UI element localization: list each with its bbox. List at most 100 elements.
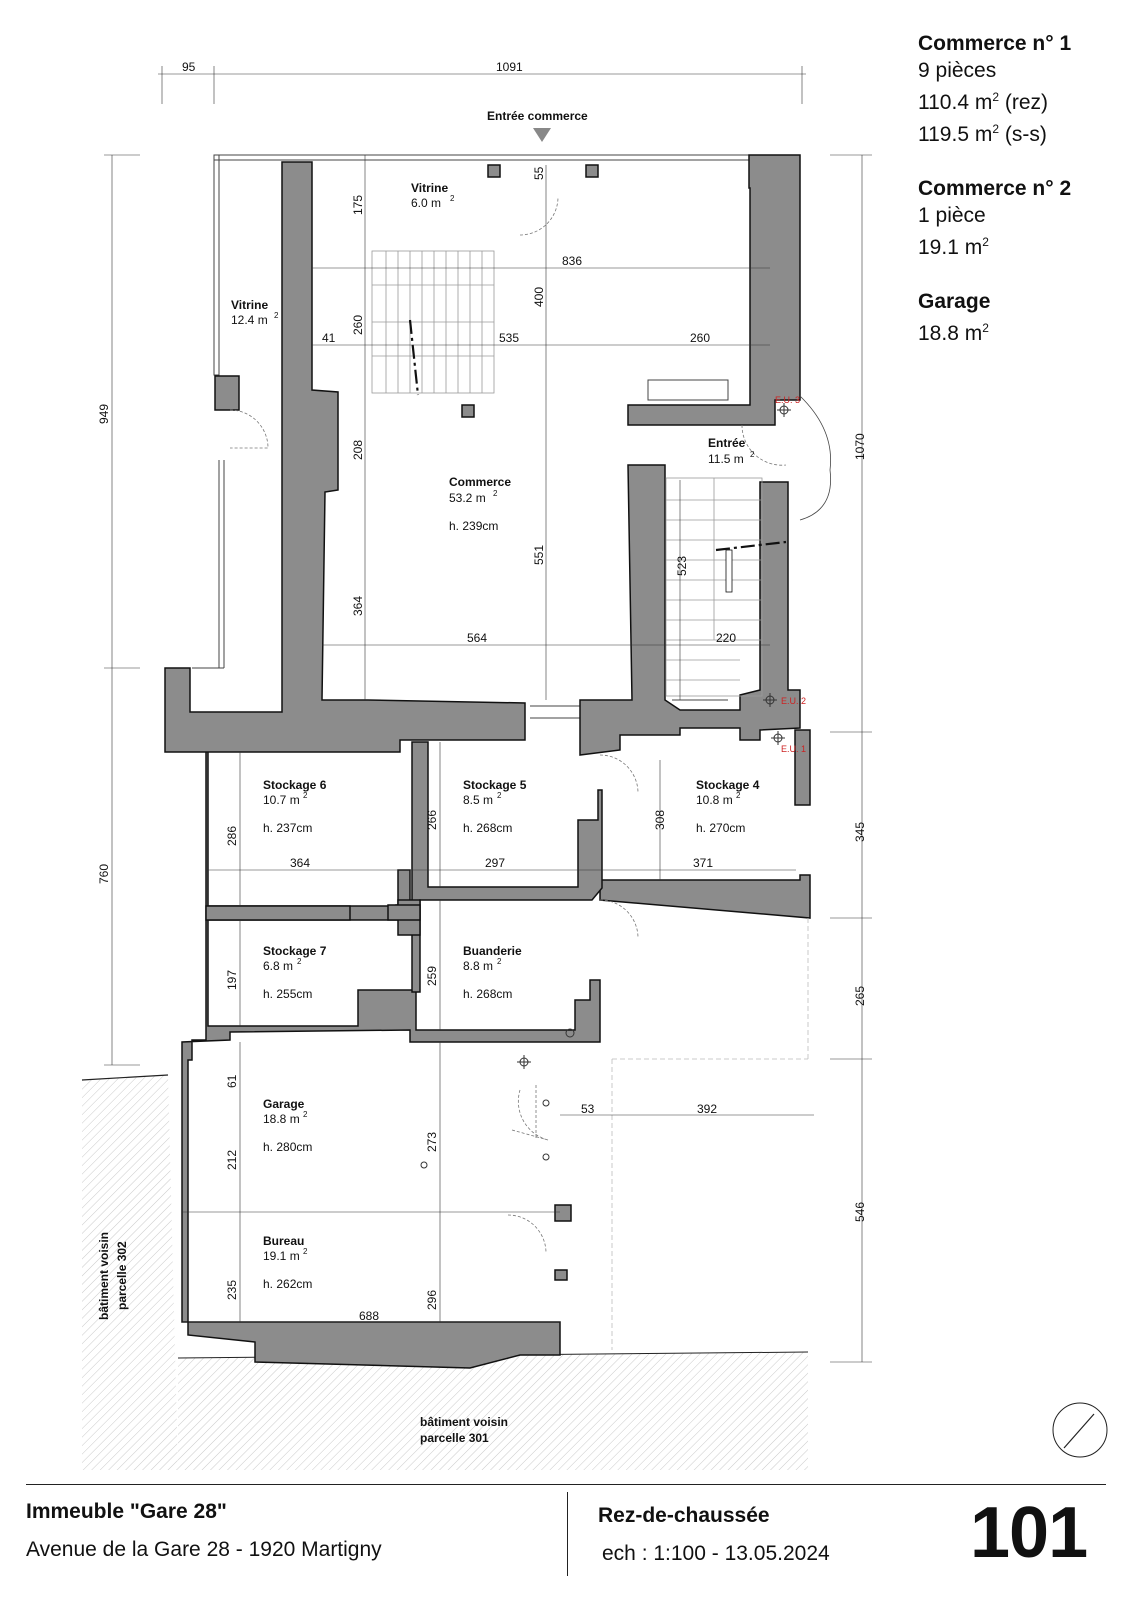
room-entree-name: Entrée bbox=[708, 436, 746, 450]
dim-949: 949 bbox=[97, 404, 111, 424]
room-commerce-sup: 2 bbox=[493, 489, 498, 498]
neighbor-bottom-line2: parcelle 301 bbox=[420, 1431, 489, 1445]
room-stockage4-name: Stockage 4 bbox=[696, 778, 760, 792]
neighbor-left-line1: bâtiment voisin bbox=[97, 1232, 111, 1320]
room-stockage7-area: 6.8 m bbox=[263, 959, 293, 973]
dashed-outline bbox=[611, 918, 809, 1350]
room-entree-sup: 2 bbox=[750, 450, 755, 459]
eu3-label: E.U. 3 bbox=[775, 395, 800, 405]
summary-line-text: 1 pièce bbox=[918, 204, 986, 227]
dim-535: 535 bbox=[499, 331, 519, 345]
neighbor-bottom-line1: bâtiment voisin bbox=[420, 1415, 508, 1429]
summary-title: Commerce n° 1 bbox=[918, 32, 1072, 55]
dim-220: 220 bbox=[716, 631, 736, 645]
summary-line: 19.1 m2 bbox=[918, 229, 1118, 261]
dim-371: 371 bbox=[693, 856, 713, 870]
room-stockage6-height: h. 237cm bbox=[263, 821, 312, 835]
scale-and-date: ech : 1:100 - 13.05.2024 bbox=[602, 1542, 830, 1565]
dim-41: 41 bbox=[322, 331, 336, 345]
dim-392: 392 bbox=[697, 1102, 717, 1116]
entrance-arrow-icon bbox=[533, 128, 551, 142]
summary-line-text: 18.8 m bbox=[918, 322, 983, 345]
room-vitrine-left-area: 12.4 m bbox=[231, 313, 268, 327]
title-block: Immeuble "Gare 28" Avenue de la Gare 28 … bbox=[0, 1484, 1131, 1600]
neighbor-labels: bâtiment voisin parcelle 302 bâtiment vo… bbox=[97, 1232, 508, 1445]
entrance-label: Entrée commerce bbox=[487, 109, 588, 123]
room-vitrine-top-sup: 2 bbox=[450, 194, 455, 203]
dim-286: 286 bbox=[225, 826, 239, 846]
neighbor-left-line2: parcelle 302 bbox=[115, 1241, 129, 1310]
dim-1070: 1070 bbox=[853, 433, 867, 460]
dimension-lines bbox=[104, 66, 872, 1363]
room-commerce-area: 53.2 m bbox=[449, 491, 486, 505]
room-stockage7-sup: 2 bbox=[297, 957, 302, 966]
summary-line-sup: 2 bbox=[992, 122, 1000, 136]
summary-line-text: 110.4 m bbox=[918, 91, 993, 114]
summary-line: 18.8 m2 bbox=[918, 315, 1118, 347]
dim-760: 760 bbox=[97, 864, 111, 884]
room-buanderie-name: Buanderie bbox=[463, 944, 522, 958]
dim-197: 197 bbox=[225, 970, 239, 990]
room-stockage7-name: Stockage 7 bbox=[263, 944, 327, 958]
room-bureau-sup: 2 bbox=[303, 1247, 308, 1256]
dim-top-1091: 1091 bbox=[496, 60, 523, 74]
room-garage-sup: 2 bbox=[303, 1110, 308, 1119]
sheet-number: 101 bbox=[970, 1493, 1088, 1573]
summary-line-suffix: (rez) bbox=[999, 91, 1049, 114]
dimension-labels: 95 1091 836 41 535 260 564 220 364 297 3… bbox=[97, 60, 867, 1323]
building-name: Immeuble "Gare 28" bbox=[26, 1500, 227, 1523]
room-vitrine-left-sup: 2 bbox=[274, 311, 279, 320]
summary-line-suffix: (s-s) bbox=[999, 123, 1047, 146]
room-vitrine-top-area: 6.0 m bbox=[411, 196, 441, 210]
dim-55: 55 bbox=[532, 166, 546, 180]
title-block-rule bbox=[26, 1484, 1106, 1485]
summary-line-sup: 2 bbox=[992, 90, 1000, 104]
room-buanderie-sup: 2 bbox=[497, 957, 502, 966]
room-garage-area: 18.8 m bbox=[263, 1112, 300, 1126]
room-vitrine-top-name: Vitrine bbox=[411, 181, 448, 195]
dim-53: 53 bbox=[581, 1102, 595, 1116]
dim-top-95: 95 bbox=[182, 60, 196, 74]
summary-title: Commerce n° 2 bbox=[918, 177, 1072, 200]
summary-line-text: 119.5 m bbox=[918, 123, 993, 146]
summary-title: Garage bbox=[918, 290, 991, 313]
room-buanderie-height: h. 268cm bbox=[463, 987, 512, 1001]
summary-line: 1 pièce bbox=[918, 202, 1118, 229]
room-stockage4-area: 10.8 m bbox=[696, 793, 733, 807]
summary-line: 9 pièces bbox=[918, 57, 1118, 84]
dim-297: 297 bbox=[485, 856, 505, 870]
dim-546: 546 bbox=[853, 1202, 867, 1222]
summary-line-text: 9 pièces bbox=[918, 59, 997, 82]
dim-260h: 260 bbox=[690, 331, 710, 345]
dim-523: 523 bbox=[675, 556, 689, 576]
eu-labels: E.U. 3 E.U. 2 E.U. 1 bbox=[775, 395, 806, 754]
eu2-label: E.U. 2 bbox=[781, 696, 806, 706]
dim-260v: 260 bbox=[351, 315, 365, 335]
title-block-divider bbox=[567, 1492, 568, 1576]
dim-212: 212 bbox=[225, 1150, 239, 1170]
floor-plan: Vitrine 6.0 m 2 Vitrine 12.4 m 2 Commerc… bbox=[81, 60, 1108, 1470]
dim-296: 296 bbox=[425, 1290, 439, 1310]
summary-line-text: 19.1 m bbox=[918, 236, 983, 259]
dim-61: 61 bbox=[225, 1074, 239, 1088]
room-stockage5-height: h. 268cm bbox=[463, 821, 512, 835]
eu-markers bbox=[420, 403, 791, 1169]
room-bureau-height: h. 262cm bbox=[263, 1277, 312, 1291]
dim-364v: 364 bbox=[351, 596, 365, 616]
room-stockage6-sup: 2 bbox=[303, 791, 308, 800]
stairs-entree bbox=[665, 477, 787, 697]
walls bbox=[164, 154, 811, 1369]
neighbor-hatch bbox=[81, 1074, 809, 1470]
room-vitrine-left-name: Vitrine bbox=[231, 298, 268, 312]
dim-688: 688 bbox=[359, 1309, 379, 1323]
room-garage-name: Garage bbox=[263, 1097, 305, 1111]
dim-273: 273 bbox=[425, 1132, 439, 1152]
summary-line: 119.5 m2 (s-s) bbox=[918, 116, 1118, 148]
dim-836: 836 bbox=[562, 254, 582, 268]
door-swings bbox=[229, 196, 832, 1254]
room-bureau-name: Bureau bbox=[263, 1234, 304, 1248]
summary-line: 110.4 m2 (rez) bbox=[918, 84, 1118, 116]
